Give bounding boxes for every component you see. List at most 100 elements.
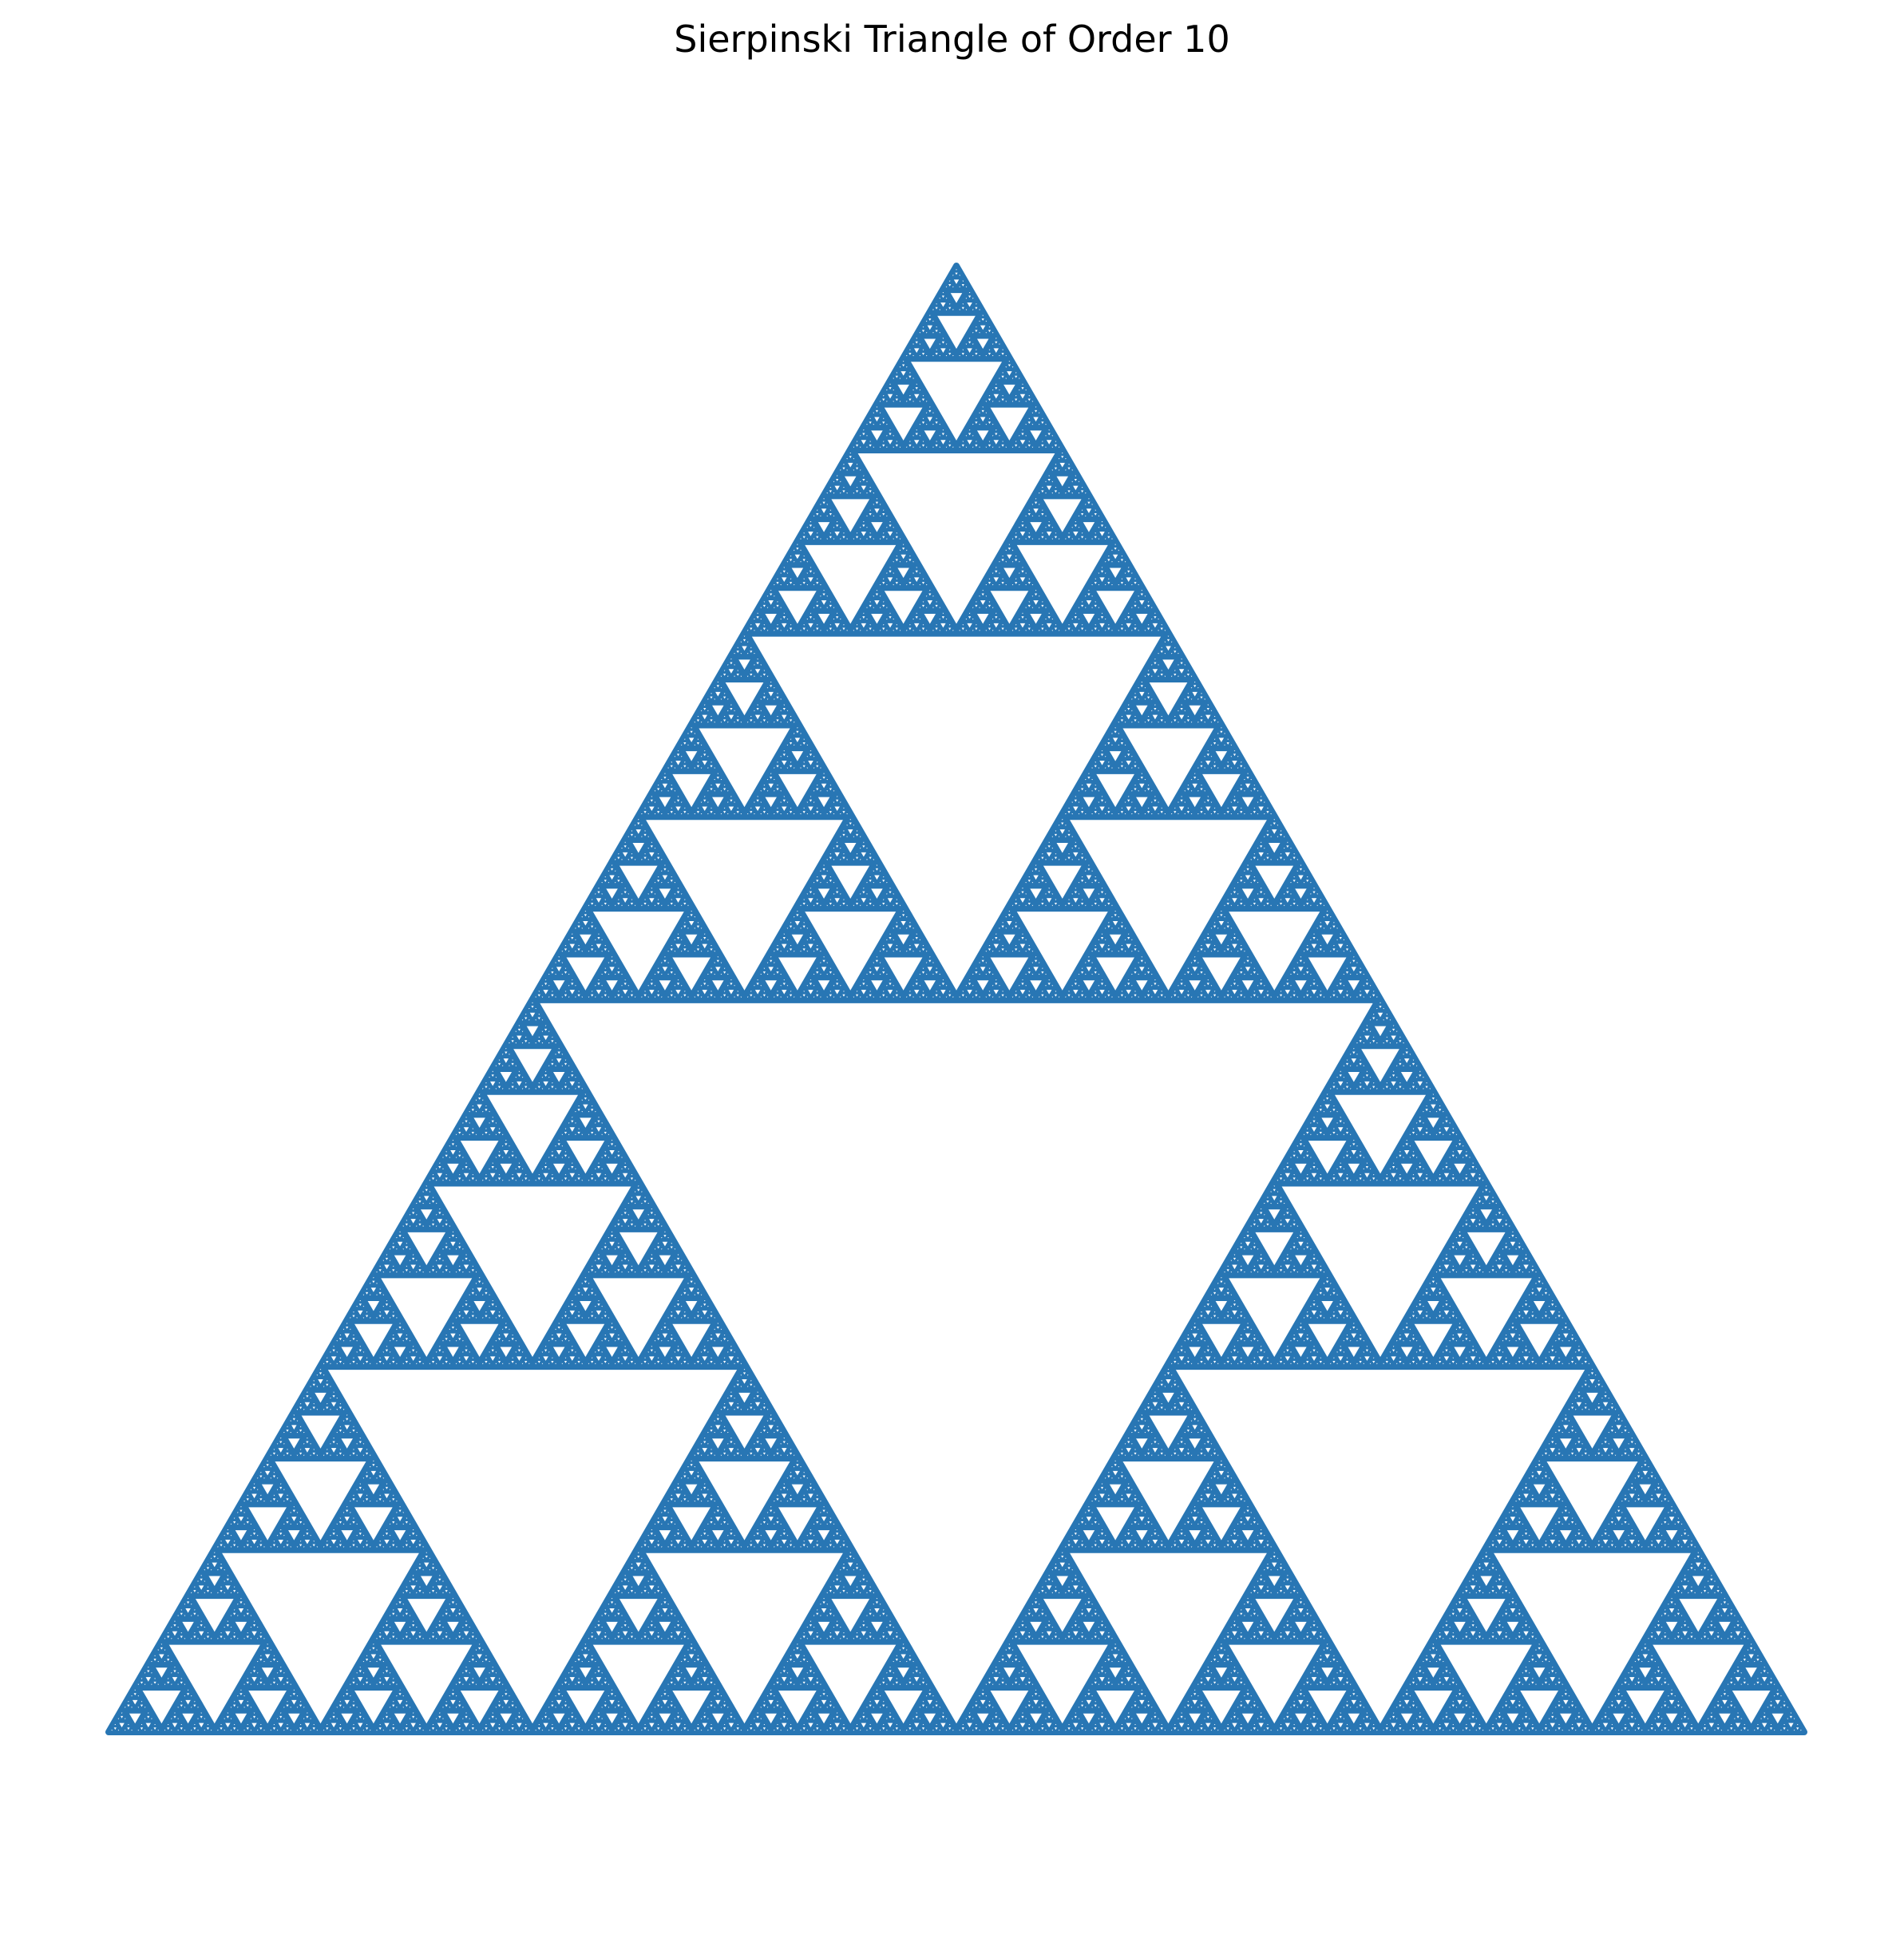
triangle-hole	[952, 630, 954, 631]
triangle-hole	[935, 971, 938, 974]
triangle-hole	[1232, 761, 1237, 765]
triangle-hole	[1190, 698, 1193, 700]
triangle-hole	[820, 882, 821, 884]
triangle-hole	[1127, 750, 1130, 752]
triangle-hole	[1019, 577, 1026, 582]
triangle-hole	[1160, 811, 1163, 813]
triangle-hole	[608, 870, 610, 872]
outer-triangle	[105, 263, 1807, 1735]
triangle-hole	[802, 811, 806, 813]
triangle-hole	[856, 624, 858, 626]
triangle-hole	[1008, 361, 1011, 362]
triangle-hole	[1025, 538, 1027, 540]
triangle-hole	[893, 939, 894, 941]
triangle-hole	[726, 790, 729, 792]
triangle-hole	[1181, 796, 1182, 797]
triangle-hole	[577, 925, 580, 928]
triangle-hole	[1111, 561, 1113, 563]
triangle-hole	[1138, 698, 1139, 700]
triangle-hole	[1078, 607, 1080, 609]
triangle-hole	[736, 719, 739, 722]
triangle-hole	[750, 651, 753, 654]
triangle-hole	[839, 904, 841, 907]
triangle-hole	[1081, 513, 1084, 516]
triangle-hole	[921, 421, 925, 424]
triangle-hole	[622, 852, 628, 857]
triangle-hole	[1187, 807, 1190, 809]
triangle-hole	[1028, 601, 1031, 603]
triangle-hole	[826, 607, 829, 609]
triangle-hole	[820, 583, 821, 586]
triangle-hole	[829, 532, 832, 534]
triangle-hole	[919, 343, 921, 345]
triangle-hole	[899, 366, 901, 368]
triangle-hole	[766, 607, 769, 609]
triangle-hole	[1011, 561, 1014, 563]
triangle-hole	[932, 446, 934, 449]
triangle-hole	[1038, 424, 1040, 425]
triangle-hole	[902, 544, 904, 546]
triangle-hole	[1055, 486, 1057, 488]
triangle-hole	[697, 761, 699, 763]
triangle-hole	[780, 698, 782, 700]
triangle-hole	[1031, 504, 1034, 505]
triangle-hole	[776, 811, 779, 813]
triangle-hole	[1162, 659, 1174, 670]
triangle-hole	[895, 582, 898, 584]
triangle-hole	[999, 630, 1000, 631]
triangle-hole	[992, 583, 994, 586]
triangle-hole	[1150, 698, 1153, 700]
triangle-hole	[1197, 767, 1199, 769]
triangle-hole	[905, 378, 908, 380]
triangle-hole	[770, 956, 772, 958]
triangle-hole	[1084, 538, 1087, 540]
triangle-hole	[936, 326, 937, 328]
triangle-hole	[873, 492, 875, 494]
triangle-hole	[823, 956, 825, 958]
triangle-hole	[762, 971, 766, 974]
triangle-hole	[754, 623, 761, 628]
triangle-hole	[1073, 623, 1079, 628]
triangle-hole	[1141, 773, 1143, 775]
triangle-hole	[571, 933, 573, 935]
triangle-hole	[660, 778, 663, 781]
triangle-hole	[924, 430, 936, 441]
triangle-hole	[813, 893, 815, 895]
triangle-hole	[939, 973, 941, 975]
triangle-hole	[703, 707, 707, 710]
triangle-hole	[1011, 446, 1014, 449]
triangle-hole	[803, 945, 805, 947]
triangle-hole	[790, 716, 792, 718]
triangle-hole	[842, 811, 845, 813]
triangle-hole	[1174, 647, 1176, 649]
triangle-hole	[1038, 504, 1040, 505]
triangle-hole	[750, 811, 753, 813]
triangle-hole	[1015, 398, 1018, 401]
triangle-hole	[790, 807, 792, 809]
triangle-hole	[1136, 705, 1148, 716]
triangle-hole	[683, 925, 687, 928]
triangle-hole	[1241, 797, 1254, 808]
triangle-hole	[889, 937, 892, 939]
triangle-hole	[1150, 607, 1153, 609]
triangle-hole	[622, 990, 628, 995]
triangle-hole	[1138, 767, 1139, 769]
triangle-hole	[793, 767, 795, 769]
triangle-hole	[1202, 773, 1241, 808]
triangle-hole	[925, 996, 928, 999]
triangle-hole	[809, 567, 812, 568]
triangle-hole	[1041, 513, 1044, 516]
triangle-hole	[968, 295, 972, 299]
triangle-hole	[1108, 761, 1110, 763]
triangle-hole	[884, 407, 923, 441]
triangle-hole	[707, 813, 709, 815]
triangle-hole	[1190, 790, 1193, 792]
triangle-hole	[980, 325, 986, 330]
triangle-hole	[1104, 813, 1106, 815]
triangle-hole	[839, 859, 841, 860]
triangle-hole	[1215, 751, 1228, 761]
triangle-hole	[1033, 600, 1039, 605]
triangle-hole	[995, 612, 997, 615]
triangle-hole	[1047, 524, 1051, 528]
triangle-hole	[873, 996, 875, 999]
